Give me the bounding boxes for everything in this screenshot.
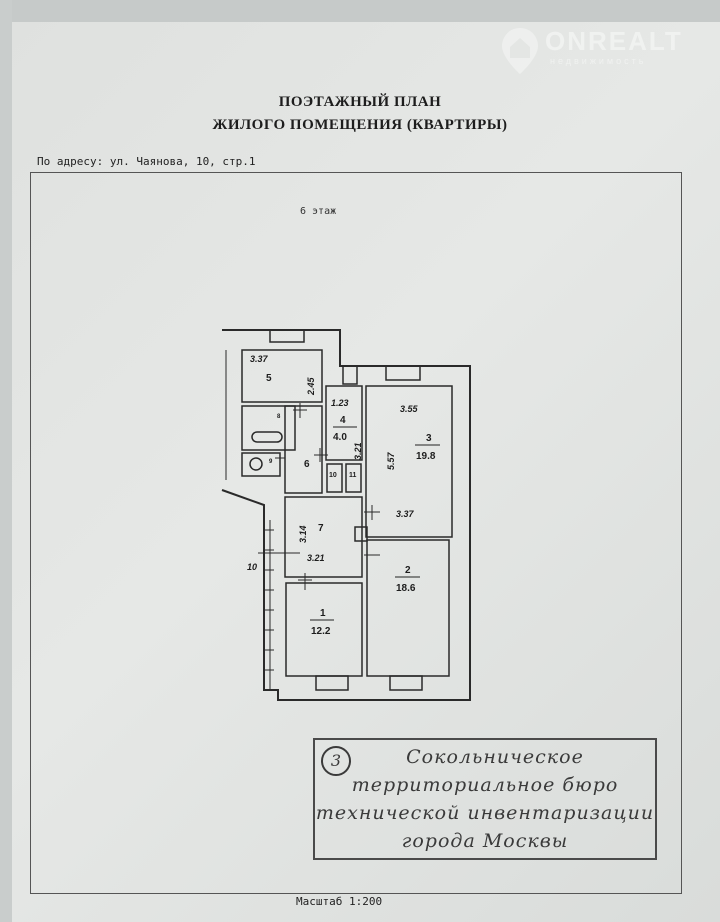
window bbox=[389, 675, 423, 691]
dim-room3-width: 3.55 bbox=[400, 404, 419, 414]
house-pin-icon bbox=[502, 28, 538, 74]
window bbox=[385, 365, 421, 381]
window bbox=[342, 365, 358, 385]
document-title-line1: ПОЭТАЖНЫЙ ПЛАН bbox=[278, 94, 442, 110]
watermark-logo: ONREALT недвижимость bbox=[500, 26, 681, 80]
window bbox=[269, 329, 305, 343]
stamp-line-4: города Москвы bbox=[401, 830, 569, 852]
dim-room3-depth: 5.57 bbox=[386, 451, 396, 470]
dim-room5-depth: 2.45 bbox=[306, 376, 316, 396]
room-1-number: 1 bbox=[320, 608, 326, 619]
dim-room4-depth: 3.21 bbox=[353, 442, 363, 460]
room-8-number: 8 bbox=[277, 414, 281, 420]
room-2 bbox=[366, 539, 450, 677]
outer-wall bbox=[221, 329, 471, 701]
door-marks bbox=[258, 403, 380, 590]
dim-room7-depth: 3.14 bbox=[298, 525, 308, 543]
room-11 bbox=[345, 463, 362, 493]
room-4 bbox=[325, 385, 363, 461]
stamp-line-2: территориальное бюро bbox=[351, 774, 619, 796]
area-10-label: 10 bbox=[247, 562, 257, 572]
watermark-subtitle: недвижимость bbox=[550, 56, 647, 66]
room-3-number: 3 bbox=[426, 433, 432, 444]
room-6-number: 6 bbox=[304, 459, 310, 470]
room-3 bbox=[365, 385, 453, 538]
room-3-area: 19.8 bbox=[416, 451, 436, 462]
room-7-number: 7 bbox=[318, 523, 324, 534]
room-11-number: 11 bbox=[349, 472, 357, 479]
room-6 bbox=[284, 405, 323, 494]
stamp-line-1: Сокольническое bbox=[406, 746, 584, 768]
room-2-number: 2 bbox=[405, 565, 411, 576]
wall-ticks bbox=[264, 520, 274, 690]
bathtub-icon bbox=[251, 431, 283, 443]
room-9 bbox=[241, 452, 281, 477]
room-10-number: 10 bbox=[329, 472, 337, 479]
dim-room7-width: 3.21 bbox=[307, 553, 325, 563]
watermark-name: ONREALT bbox=[545, 26, 683, 56]
stamp-line-3: технической инвентаризации bbox=[315, 802, 655, 824]
address: По адресу: ул. Чаянова, 10, стр.1 bbox=[37, 155, 256, 168]
floor-label: 6 этаж bbox=[300, 206, 337, 217]
dim-room4-width: 1.23 bbox=[331, 398, 349, 408]
scale-label: Масштаб 1:200 bbox=[296, 895, 383, 908]
room-5 bbox=[241, 349, 323, 403]
room-2-area: 18.6 bbox=[396, 583, 416, 594]
document-title-line2: ЖИЛОГО ПОМЕЩЕНИЯ (КВАРТИРЫ) bbox=[212, 117, 508, 133]
room-7 bbox=[284, 496, 363, 578]
bti-stamp: 3 Сокольническое территориальное бюро те… bbox=[313, 738, 657, 860]
room-8 bbox=[241, 405, 296, 451]
room-1-area: 12.2 bbox=[311, 626, 331, 637]
room-4-area: 4.0 bbox=[333, 432, 347, 443]
stamp-number: 3 bbox=[321, 746, 351, 776]
dim-room5-width: 3.37 bbox=[250, 354, 269, 364]
room-5-number: 5 bbox=[266, 373, 272, 384]
plan-frame bbox=[30, 172, 682, 894]
dim-room3-bottom: 3.37 bbox=[396, 509, 415, 519]
window bbox=[315, 675, 349, 691]
room-9-number: 9 bbox=[269, 459, 273, 465]
room-4-number: 4 bbox=[340, 415, 346, 426]
toilet-icon bbox=[249, 457, 263, 471]
room-10 bbox=[326, 463, 343, 493]
ventilation-shaft bbox=[354, 526, 368, 542]
